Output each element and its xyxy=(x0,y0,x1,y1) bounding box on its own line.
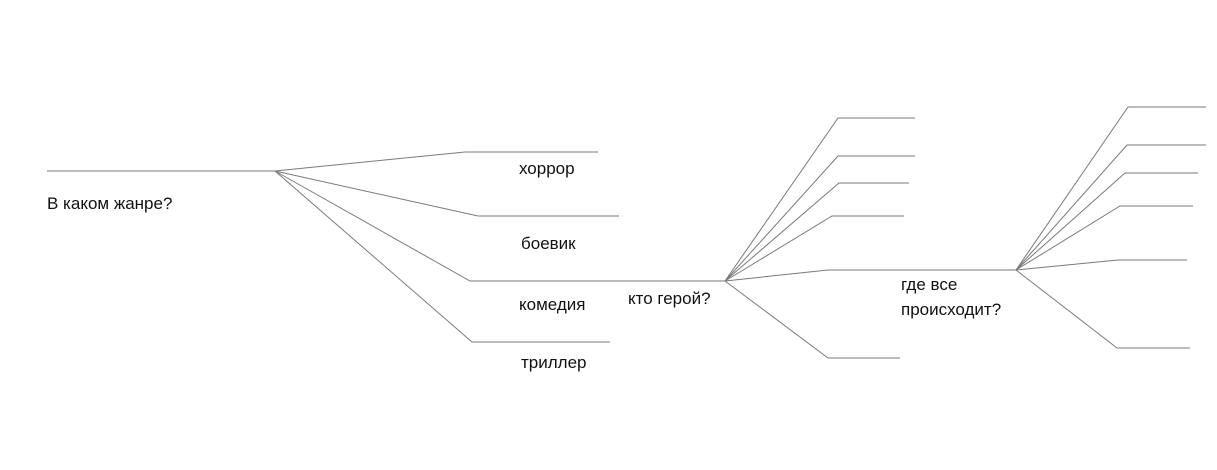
question-hero-label: кто герой? xyxy=(628,289,711,308)
genre-horror-label: хоррор xyxy=(519,159,575,178)
genre-comedy-label: комедия xyxy=(519,295,586,314)
branch-hero-1 xyxy=(724,117,915,282)
question-place-line-1: где все xyxy=(901,275,958,294)
branch-hero-4 xyxy=(724,215,904,282)
branch-place-5 xyxy=(1015,259,1187,271)
branch-action xyxy=(274,170,619,217)
branch-hero-2 xyxy=(724,155,915,282)
question-place-label: где все происходит? xyxy=(901,272,1001,322)
branch-thriller xyxy=(274,170,610,343)
branch-place-6 xyxy=(1015,269,1190,349)
genre-thriller-label: триллер xyxy=(521,353,587,372)
branch-place-4 xyxy=(1015,205,1193,271)
genre-action-label: боевик xyxy=(521,234,576,253)
branch-place-2 xyxy=(1015,144,1206,271)
branch-place-1 xyxy=(1015,106,1206,271)
question-place-line-2: происходит? xyxy=(901,300,1002,319)
branch-place-3 xyxy=(1015,172,1198,271)
branch-hero-6 xyxy=(724,280,900,359)
branch-hero-5 xyxy=(724,269,1016,282)
question-genre-label: В каком жанре? xyxy=(47,194,173,213)
branch-horror xyxy=(274,151,598,172)
branch-comedy xyxy=(274,170,725,282)
branch-hero-3 xyxy=(724,182,909,282)
